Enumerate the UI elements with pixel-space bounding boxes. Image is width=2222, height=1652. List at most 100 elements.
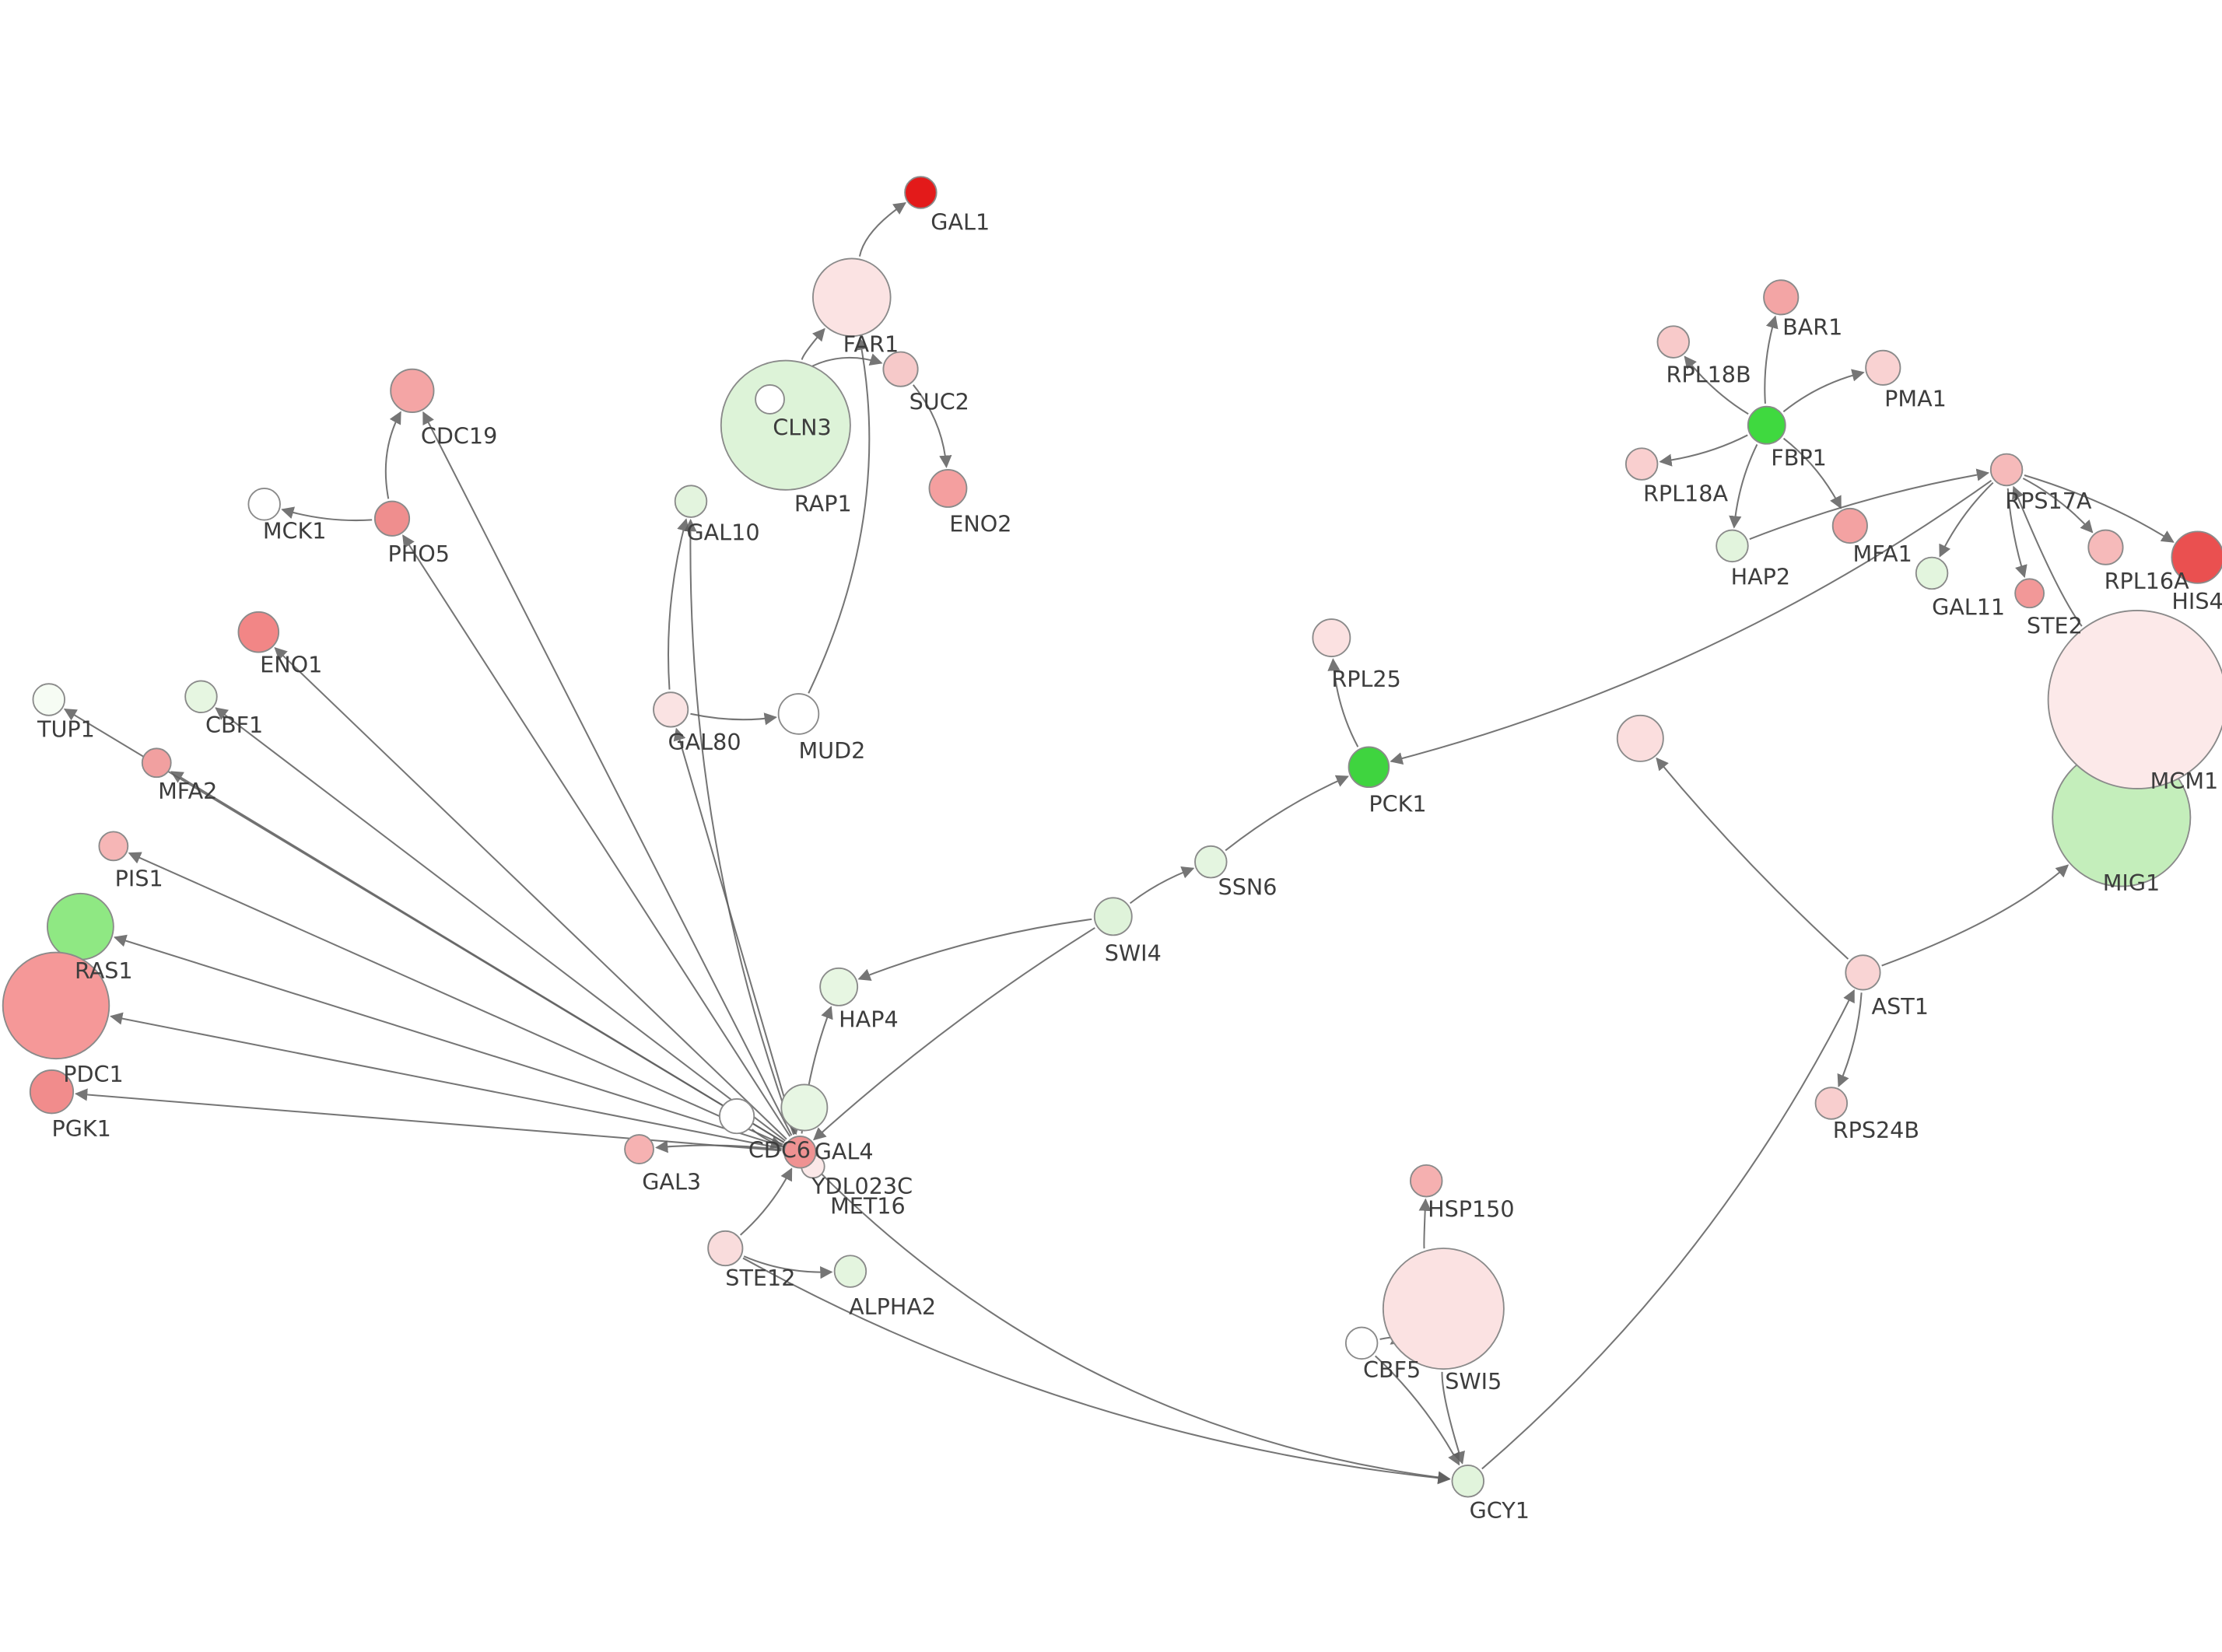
edge-SUC2-ENO2[interactable] xyxy=(912,384,952,468)
edge-AST1-UNLABELED1[interactable] xyxy=(1656,757,1849,960)
edge-GAL4-PDC1[interactable] xyxy=(110,1012,782,1150)
node-RAS1[interactable] xyxy=(47,892,114,961)
edge-FBP1-BAR1[interactable] xyxy=(1764,315,1779,404)
edge-FBP1-PMA1[interactable] xyxy=(1782,369,1865,413)
node-ENO2[interactable] xyxy=(928,469,968,508)
node-GAL80[interactable] xyxy=(653,691,689,728)
node-SUC2[interactable] xyxy=(882,351,919,387)
node-CDC19[interactable] xyxy=(390,368,435,413)
node-MFA2[interactable] xyxy=(141,747,172,779)
edge-GAL4-MFA2[interactable] xyxy=(170,771,785,1143)
edge-FAR1-GAL1[interactable] xyxy=(858,202,906,257)
edge-HAP2-RPS17A[interactable] xyxy=(1749,468,1990,541)
node-STE12[interactable] xyxy=(707,1230,744,1267)
edge-GAL4-RAS1[interactable] xyxy=(113,934,783,1148)
node-SSN6[interactable] xyxy=(1194,845,1228,879)
edge-RPS17A-HIS4[interactable] xyxy=(2024,474,2175,543)
edge-GAL4-PIS1[interactable] xyxy=(128,852,783,1146)
node-GAL4[interactable] xyxy=(783,1136,817,1169)
edge-YDL023C-GAL4[interactable] xyxy=(787,1121,801,1136)
node-PGK1[interactable] xyxy=(29,1069,75,1115)
node-AST1[interactable] xyxy=(1845,954,1881,991)
node-GAL10[interactable] xyxy=(674,485,708,518)
edge-GCY1-AST1[interactable] xyxy=(1481,989,1855,1470)
edge-SWI4-SSN6[interactable] xyxy=(1129,866,1195,905)
node-PMA1[interactable] xyxy=(1865,349,1901,386)
node-GAL1[interactable] xyxy=(904,176,938,209)
edge-RPS17A-STE2[interactable] xyxy=(2006,488,2027,579)
node-PCK1[interactable] xyxy=(1348,746,1390,789)
edge-CDC6-GAL4[interactable] xyxy=(751,1129,784,1149)
node-RAP1[interactable] xyxy=(755,384,785,415)
node-MFA1[interactable] xyxy=(1831,507,1868,544)
node-GAL3[interactable] xyxy=(624,1134,654,1164)
edge-GAL4-GAL80[interactable] xyxy=(673,727,796,1135)
node-BAR1[interactable] xyxy=(1763,279,1800,316)
edge-RPS17A-GAL11[interactable] xyxy=(1939,481,1994,558)
edge-RPS17A-RPL16A[interactable] xyxy=(2022,478,2094,534)
node-RPS17A[interactable] xyxy=(1989,453,2024,487)
edge-GAL4-GCY1[interactable] xyxy=(812,1164,1451,1484)
node-RPL18A[interactable] xyxy=(1624,447,1659,481)
node-FBP1[interactable] xyxy=(1747,405,1786,445)
edge-GAL4-PGK1[interactable] xyxy=(75,1088,782,1152)
edge-SWI4-HAP4[interactable] xyxy=(857,918,1092,981)
edge-GAL80-GAL10[interactable] xyxy=(667,518,690,690)
edge-MUD2-FAR1[interactable] xyxy=(808,337,871,694)
edge-GAL80-MUD2[interactable] xyxy=(690,712,777,726)
node-RPS24B[interactable] xyxy=(1814,1087,1849,1120)
edge-GAL4-CBF1[interactable] xyxy=(215,707,786,1142)
edge-SSN6-PCK1[interactable] xyxy=(1225,775,1349,852)
edge-CBF5-GCY1[interactable] xyxy=(1374,1355,1460,1466)
node-CDC6[interactable] xyxy=(719,1097,755,1135)
edge-AST1-MIG1[interactable] xyxy=(1881,864,2070,967)
edge-RPS17A-PCK1[interactable] xyxy=(1390,479,1992,765)
edge-STE12-ALPHA2[interactable] xyxy=(743,1255,833,1279)
node-HAP4[interactable] xyxy=(819,967,859,1006)
edge-SWI4-GAL4[interactable] xyxy=(813,927,1095,1141)
node-PIS1[interactable] xyxy=(98,831,129,862)
edge-STE12-GAL4[interactable] xyxy=(740,1167,793,1236)
edge-FBP1-RPL18B[interactable] xyxy=(1684,355,1749,415)
edge-PHO5-MCK1[interactable] xyxy=(281,506,373,522)
node-YDL023C[interactable] xyxy=(780,1083,829,1132)
edge-SWI5-GCY1[interactable] xyxy=(1441,1371,1465,1465)
node-GCY1[interactable] xyxy=(1451,1464,1485,1498)
node-CBF1[interactable] xyxy=(184,680,218,714)
edge-GAL4-GAL3[interactable] xyxy=(655,1140,782,1153)
node-STE2[interactable] xyxy=(2014,578,2045,609)
node-MUD2[interactable] xyxy=(777,693,820,735)
node-CLN3[interactable] xyxy=(720,359,851,491)
node-SWI5[interactable] xyxy=(1382,1248,1505,1370)
node-ENO1[interactable] xyxy=(237,611,280,653)
node-PHO5[interactable] xyxy=(373,500,411,537)
edge-FBP1-MFA1[interactable] xyxy=(1782,437,1842,509)
edge-PHO5-CDC19[interactable] xyxy=(384,411,401,499)
edge-PCK1-RPL25[interactable] xyxy=(1327,658,1359,747)
node-HIS4[interactable] xyxy=(2171,530,2222,584)
edge-GAL4-ENO1[interactable] xyxy=(274,647,787,1140)
node-MCM1[interactable] xyxy=(2047,610,2222,789)
node-ALPHA2[interactable] xyxy=(833,1255,867,1288)
node-CBF5[interactable] xyxy=(1344,1326,1379,1360)
edge-CLN3-FAR1[interactable] xyxy=(801,327,825,360)
node-PDC1[interactable] xyxy=(2,951,110,1060)
node-UNLABELED1[interactable] xyxy=(1616,714,1664,762)
node-TUP1[interactable] xyxy=(32,683,65,716)
edge-STE12-GCY1[interactable] xyxy=(742,1257,1451,1485)
edge-SWI5-HSP150[interactable] xyxy=(1418,1198,1432,1249)
edge-FBP1-RPL18A[interactable] xyxy=(1659,434,1748,467)
node-HSP150[interactable] xyxy=(1410,1164,1443,1198)
node-MCK1[interactable] xyxy=(247,488,281,521)
edge-GAL4-CDC19[interactable] xyxy=(422,411,793,1136)
edge-FBP1-HAP2[interactable] xyxy=(1729,443,1758,529)
node-HAP2[interactable] xyxy=(1716,529,1749,563)
edge-AST1-RPS24B[interactable] xyxy=(1837,992,1863,1087)
node-SWI4[interactable] xyxy=(1093,897,1133,936)
node-GAL11[interactable] xyxy=(1915,556,1949,590)
edge-MCM1-RPS17A[interactable] xyxy=(2012,485,2083,627)
edge-GAL4-PHO5[interactable] xyxy=(402,534,791,1137)
node-RPL16A[interactable] xyxy=(2087,529,2124,565)
node-RPL18B[interactable] xyxy=(1656,325,1690,359)
